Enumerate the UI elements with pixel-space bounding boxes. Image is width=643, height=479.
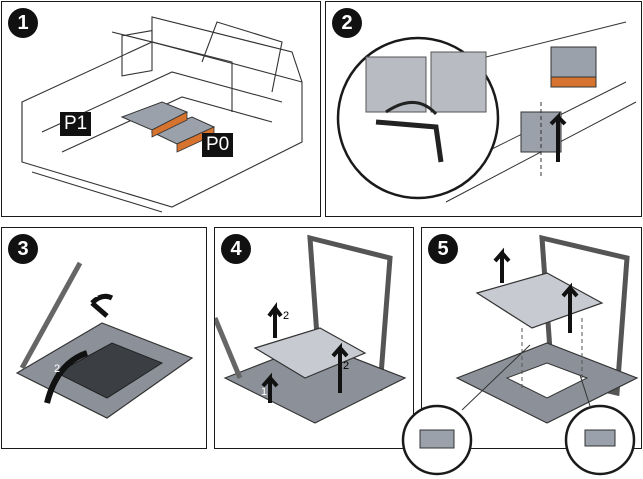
step-1-panel: 1 P1 P0 (1, 1, 321, 217)
step-number-badge: 1 (8, 8, 38, 38)
step-number-badge: 2 (332, 8, 362, 38)
release-lever (19, 261, 83, 370)
lift-arrow-icon (267, 302, 283, 338)
lift-arrow-icon (493, 247, 511, 283)
processor-chip (253, 327, 367, 379)
arrow-label-insert: 1 (261, 386, 268, 398)
lever-arrow-icon (90, 293, 114, 318)
rotate-arrow-icon (385, 101, 438, 116)
step-5-panel: 5 (421, 227, 642, 449)
copper-base-p1 (151, 111, 188, 138)
step-number-badge: 5 (428, 234, 458, 264)
socket-contacts (55, 342, 164, 399)
plate-arrow-icon (44, 350, 89, 404)
processor-label-p1: P1 (60, 112, 92, 136)
side-arrow-icon (561, 282, 579, 333)
arrow-label-plate: 2 (54, 363, 61, 375)
step-number-badge: 4 (221, 234, 251, 264)
lift-arrow-icon (549, 112, 567, 162)
processor-alignment-illustration (455, 234, 639, 424)
processor-label-p0: P0 (202, 133, 234, 157)
load-plate-open (539, 234, 630, 397)
insert-arrow-icon (261, 372, 279, 403)
arrow-label-lever: 1 (92, 288, 99, 300)
step-number-badge: 3 (8, 234, 38, 264)
side-arrow-icon (331, 342, 349, 393)
processor-insert-illustration (215, 234, 407, 424)
socket-lever-illustration (15, 261, 194, 419)
step-2-panel: 2 (325, 1, 642, 217)
heatsink-removal-illustration (336, 21, 637, 203)
processor-chip (475, 272, 604, 329)
chassis-illustration (21, 16, 303, 213)
arrow-label-side: 2 (343, 360, 350, 372)
step-3-panel: 3 1 2 (1, 227, 207, 449)
release-lever (215, 317, 243, 379)
step-4-panel: 4 2 1 2 (214, 227, 414, 449)
screwdriver-icon (375, 119, 444, 163)
arrow-label-lift: 2 (283, 310, 290, 322)
